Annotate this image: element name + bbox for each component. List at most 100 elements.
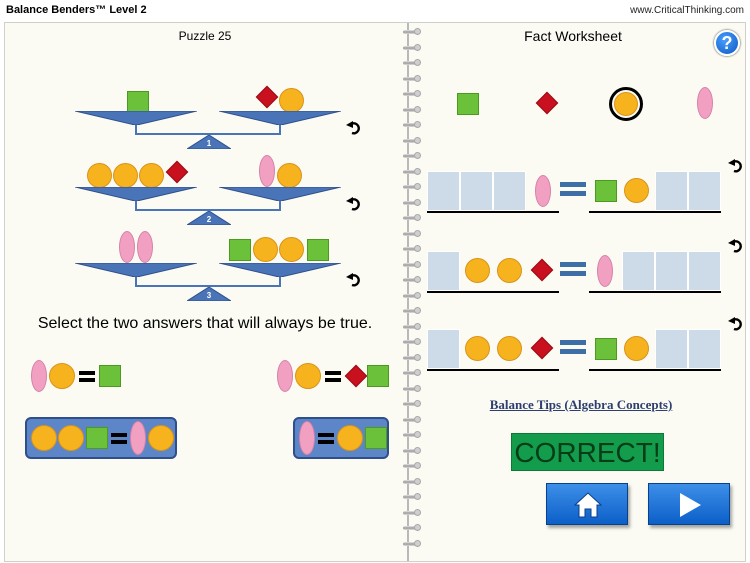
home-button[interactable] (546, 483, 628, 525)
spiral-wire (403, 371, 417, 375)
fact-2-right-underline (589, 291, 721, 293)
undo-arrow-icon[interactable] (345, 271, 363, 289)
fact-3-circle[interactable] (497, 336, 522, 361)
answer-2-square (367, 365, 389, 387)
balance-2-right-circle (277, 163, 302, 188)
spiral-wire (403, 76, 417, 81)
puzzle-page: Puzzle 25 1 (5, 23, 405, 561)
question-mark-icon: ? (721, 33, 733, 53)
spiral-wire (403, 324, 417, 329)
spiral-hole (414, 28, 421, 35)
fact-3-circle[interactable] (465, 336, 490, 361)
spiral-wire (403, 262, 417, 267)
fact-3-blank-slot[interactable] (688, 329, 721, 369)
next-button[interactable] (648, 483, 730, 525)
spiral-wire (403, 495, 417, 499)
fact-1-blank-slot[interactable] (688, 171, 721, 211)
fact-3-square[interactable] (595, 338, 617, 360)
spiral-ring (403, 477, 423, 487)
spiral-wire (403, 30, 417, 34)
fact-1-circle[interactable] (624, 178, 649, 203)
spiral-hole (414, 105, 421, 113)
spiral-ring (403, 136, 423, 146)
fact-2-blank-slot[interactable] (427, 251, 460, 291)
fact-1-blank-slot[interactable] (655, 171, 688, 211)
correct-status-badge: CORRECT! (511, 433, 664, 471)
spiral-hole (414, 260, 421, 268)
balance-3-left-oval (137, 231, 153, 263)
fact-1-blank-slot[interactable] (460, 171, 493, 211)
spiral-ring (403, 446, 423, 456)
balance-tips-link[interactable]: Balance Tips (Algebra Concepts) (489, 397, 673, 412)
balance-2-left-circle (113, 163, 138, 188)
fact-2-circle[interactable] (465, 258, 490, 283)
worksheet-title: Fact Worksheet (524, 28, 622, 44)
balance-2-left-circle (139, 163, 164, 188)
spiral-wire (403, 169, 417, 174)
answer-4-square (365, 427, 387, 449)
fact-3-left-underline (427, 369, 559, 371)
spiral-ring (403, 275, 423, 285)
balance-2-left-pan (75, 187, 197, 201)
fact-3-circle[interactable] (624, 336, 649, 361)
balance-1-fulcrum (187, 135, 231, 149)
fact-2-circle[interactable] (497, 258, 522, 283)
fact-2-blank-slot[interactable] (655, 251, 688, 291)
answer-option-1[interactable] (27, 359, 123, 393)
fact-2-oval[interactable] (597, 255, 613, 287)
undo-arrow-icon[interactable] (727, 315, 745, 333)
balance-1-left-post (135, 125, 137, 133)
fact-2-blank-slot[interactable] (622, 251, 655, 291)
spiral-wire (403, 278, 417, 282)
palette-oval[interactable] (697, 87, 713, 119)
spiral-ring (403, 167, 423, 177)
fact-2-left-underline (427, 291, 559, 293)
spiral-hole (414, 400, 421, 407)
undo-arrow-icon[interactable] (727, 157, 745, 175)
fact-3-blank-slot[interactable] (655, 329, 688, 369)
fact-1-oval[interactable] (535, 175, 551, 207)
balance-2-left-circle (87, 163, 112, 188)
answer-option-2[interactable] (273, 359, 389, 393)
fact-2-diamond[interactable] (530, 258, 554, 282)
undo-arrow-icon[interactable] (727, 237, 745, 255)
fact-1-blank-slot[interactable] (493, 171, 526, 211)
palette-square[interactable] (457, 93, 479, 115)
spiral-wire (403, 123, 417, 127)
balance-3-left-post (135, 277, 137, 285)
equals-sign (325, 371, 341, 375)
undo-arrow-icon[interactable] (345, 195, 363, 213)
spiral-ring (403, 89, 423, 99)
fact-3-diamond[interactable] (530, 336, 554, 360)
fact-1-blank-slot[interactable] (427, 171, 460, 211)
answer-2-oval (277, 360, 293, 392)
fact-3-blank-slot[interactable] (427, 329, 460, 369)
spiral-ring (403, 461, 423, 471)
help-button[interactable]: ? (714, 30, 740, 56)
palette-selection-ring (609, 87, 643, 121)
equals-sign (318, 440, 334, 444)
balance-2-fulcrum (187, 211, 231, 225)
balance-2-number: 2 (206, 215, 212, 224)
balance-1-left-pan (75, 111, 197, 125)
equals-sign (79, 371, 95, 375)
fact-1-square[interactable] (595, 180, 617, 202)
spiral-ring (403, 244, 423, 254)
answer-option-3-selected[interactable] (25, 417, 177, 459)
answer-option-4-selected[interactable] (293, 417, 389, 459)
spiral-wire (403, 154, 417, 158)
answer-3-oval (130, 421, 146, 455)
spiral-ring (403, 399, 423, 409)
palette-diamond[interactable] (535, 91, 559, 115)
spiral-ring (403, 415, 423, 425)
balance-3-right-circle (279, 237, 304, 262)
fact-1-right-underline (589, 211, 721, 213)
equals-sign (560, 340, 586, 345)
balance-3-number: 3 (206, 291, 212, 300)
fact-2-blank-slot[interactable] (688, 251, 721, 291)
spiral-hole (414, 508, 421, 516)
palette-circle-selected[interactable] (614, 92, 638, 116)
spiral-hole (414, 136, 421, 144)
balance-3-right-square (307, 239, 329, 261)
undo-arrow-icon[interactable] (345, 119, 363, 137)
